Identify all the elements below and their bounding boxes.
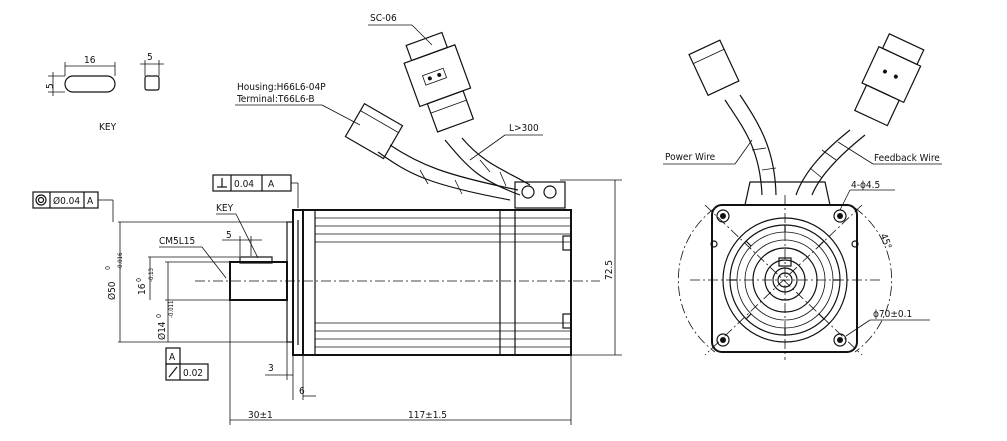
angle-label: 45° bbox=[877, 232, 893, 251]
shaft-diameter-tol-upper: 0 bbox=[155, 314, 163, 318]
runout-frame bbox=[165, 363, 209, 381]
shaft-diameter-tol: -0.011 bbox=[168, 301, 175, 318]
side-cables bbox=[344, 31, 566, 209]
power-housing-label: Housing:H66L6-04P bbox=[237, 82, 326, 93]
pilot-diameter: Ø50 bbox=[106, 281, 118, 300]
concentricity-value: Ø0.04 bbox=[53, 195, 80, 207]
motor-front-view bbox=[677, 33, 925, 360]
key-label: KEY bbox=[99, 122, 117, 133]
perpendicularity-datum: A bbox=[268, 179, 275, 190]
shaft-key bbox=[239, 256, 273, 264]
key-length-dim: 16 bbox=[84, 55, 96, 66]
runout-value: 0.02 bbox=[183, 368, 203, 379]
body-length-dim: 117±1.5 bbox=[408, 410, 447, 421]
height-72-5: 72.5 bbox=[604, 260, 615, 280]
mount-holes-label: 4-ϕ4.5 bbox=[851, 180, 880, 191]
connector-leaders: SC-06 Housing:H66L6-04P Terminal:T66L6-B… bbox=[235, 13, 543, 161]
front-labels: Power Wire Feedback Wire 4-ϕ4.5 45° ϕ70±… bbox=[663, 139, 942, 337]
flange-thickness-dim: 6 bbox=[299, 386, 305, 397]
concentricity-datum: A bbox=[87, 196, 94, 207]
key-detail: 16 5 5 KEY bbox=[45, 52, 164, 133]
datum-label: A bbox=[169, 352, 176, 363]
motor-body bbox=[302, 209, 572, 356]
lead-length-label: L>300 bbox=[509, 123, 539, 134]
feedback-wire-label: Feedback Wire bbox=[874, 153, 940, 164]
key-height-dim: 5 bbox=[45, 83, 56, 89]
shaft-length-dim: 30±1 bbox=[248, 410, 273, 421]
pcd-label: ϕ70±0.1 bbox=[873, 309, 912, 320]
key-width-dim: 5 bbox=[147, 52, 153, 63]
pilot-diameter-tol: -0.016 bbox=[117, 252, 124, 270]
power-connector-side bbox=[344, 102, 404, 160]
shaft-diameter: Ø14 bbox=[156, 321, 168, 340]
pilot-diameter-tol-upper: 0 bbox=[104, 266, 112, 270]
power-wire-label: Power Wire bbox=[665, 152, 716, 163]
key-height-16: 16 bbox=[137, 283, 148, 295]
feedback-connector-label: SC-06 bbox=[370, 13, 397, 24]
feedback-connector-side bbox=[403, 31, 475, 133]
key-height-tol-upper: 0 bbox=[135, 278, 143, 282]
key-width-5: 5 bbox=[226, 230, 232, 241]
power-connector-front bbox=[688, 39, 740, 97]
key-side-shape bbox=[64, 75, 116, 93]
perpendicularity-value: 0.04 bbox=[234, 179, 254, 190]
thread-label: CM5L15 bbox=[159, 236, 195, 247]
power-terminal-label: Terminal:T66L6-B bbox=[236, 94, 315, 105]
key-height-tol: -0.13 bbox=[148, 268, 155, 282]
pilot-depth-dim: 3 bbox=[268, 363, 274, 374]
key-end-shape bbox=[144, 75, 160, 91]
side-dimensions: 0.04 A Ø0.04 A KEY CM5L15 5 Ø50 bbox=[32, 174, 622, 425]
motor-side-view bbox=[195, 209, 600, 356]
side-key-label: KEY bbox=[216, 203, 234, 214]
front-flange bbox=[711, 204, 858, 353]
feedback-connector-front bbox=[853, 33, 925, 127]
